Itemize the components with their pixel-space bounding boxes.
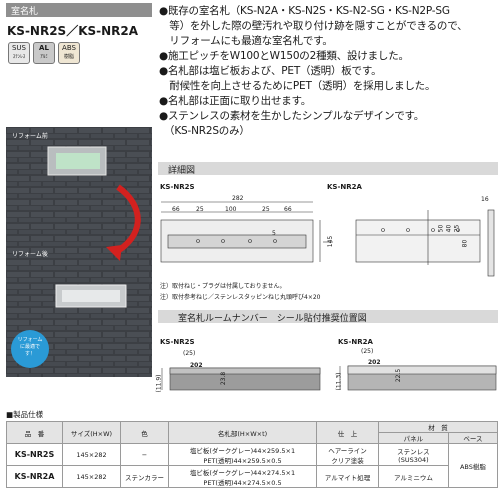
col-panel: パネル [378,432,449,444]
table-row: KS-NR2A 145×282 ステンカラー 塩ビ板(ダークグレー)44×274… [6,465,498,488]
category-label: 室名札 [11,7,39,17]
col-finish: 仕 上 [316,421,379,444]
cell-finish: アルマイト処理 [316,465,379,488]
drawing-note: 注）取付ねじ・プラグは付属しておりません。 [160,283,286,290]
cell-panel: アルミニウム [378,465,449,488]
plate-right-model: KS-NR2A [338,338,373,346]
dim-height: 145 [327,235,335,248]
product-photo: リフォーム前 リフォーム後 リフォームに最適です！ [6,127,152,377]
badge-aluminum-name: ｱﾙﾐ [40,54,48,60]
product-title: KS-NR2S／KS-NR2A [7,24,139,38]
detail-section-title: 詳細図 [168,166,196,176]
feature-line: リフォームにも最適な室名札です。 [159,35,333,47]
plate-right-circle-dim: (25) [361,348,374,355]
drawing-right-model: KS-NR2A [327,183,362,191]
dim-part-5: 66 [284,206,292,213]
panel-line: (SUS304) [398,455,429,464]
panel-line: ステンレス [397,447,430,456]
cell-nameplate: 塩ビ板(ダークグレー)44×274.5×1 PET(透明)44×274.5×0.… [168,465,317,488]
before-label: リフォーム前 [12,133,48,140]
plate-left-dim-b: (11.9) [155,374,163,393]
spec-table: 品 番 サイズ(H×W) 色 名札部(H×W×t) 仕 上 材 質 パネル ベー… [6,421,499,488]
badge-aluminum-code: AL [39,44,49,52]
nameplate-line: 塩ビ板(ダークグレー)44×259.5×1 [189,446,296,455]
col-material: 材 質 [378,421,498,433]
dim-side-top: 16 [481,196,489,203]
plate-right-dim-a: 22.5 [395,368,403,383]
plate-diagram [161,365,497,391]
badge-abs: ABS 樹脂 [58,42,80,64]
cell-model: KS-NR2A [6,465,63,488]
dim-right-4: 80 [461,239,469,248]
dim-right-2: 40 [445,224,453,233]
brick-wall-image [6,127,152,377]
col-base: ベース [447,432,499,444]
plate-left-room: 202 [190,362,203,369]
plate-section-title: 室名札ルームナンバー シール貼付推奨位置図 [178,314,367,324]
plate-left-model: KS-NR2S [160,338,195,346]
dim-part-3: 100 [225,206,237,213]
bubble-text: リフォームに最適です！ [17,337,43,357]
feature-line: ●既存の室名札（KS-N2A・KS-N2S・KS-N2-SG・KS-N2P-SG [159,5,450,17]
cell-color: ステンカラー [120,465,169,488]
plate-right-room: 202 [368,359,381,366]
finish-line: クリア塗装 [331,456,364,465]
plate-right-dim-b: (11.3) [335,372,343,391]
badge-abs-code: ABS [62,44,76,52]
plate-left-circle-dim: (25) [183,350,196,357]
nameplate-line: PET(透明)44×259.5×0.5 [203,456,282,465]
detail-drawing [160,201,495,277]
cell-size: 145×282 [62,465,121,488]
badge-abs-name: 樹脂 [63,54,74,60]
plate-left-dim-a: 23.8 [220,371,228,386]
category-bar: 室名札 [6,3,152,17]
table-row: KS-NR2S 145×282 − 塩ビ板(ダークグレー)44×259.5×1 … [6,443,499,488]
feature-list: ●既存の室名札（KS-N2A・KS-N2S・KS-N2-SG・KS-N2P-SG… [159,4,499,139]
badge-stainless-name: ｽﾃﾝﾚｽ [12,54,26,60]
nameplate-line: 塩ビ板(ダークグレー)44×274.5×1 [189,468,296,477]
cell-size: 145×282 [62,443,121,466]
col-model: 品 番 [6,421,63,444]
cell-nameplate: 塩ビ板(ダークグレー)44×259.5×1 PET(透明)44×259.5×0.… [168,443,317,466]
dim-right-1: 50 [437,224,445,233]
after-label: リフォーム後 [12,251,48,258]
finish-line: ヘアーライン [328,446,367,455]
feature-line: ●施工ピッチをW100とW150の2種類、設けました。 [159,50,409,62]
feature-line: ●名札部は正面に取り出せます。 [159,95,312,107]
cell-base: ABS樹脂 [447,443,499,488]
feature-line: （KS-NR2Sのみ） [159,125,250,137]
dim-right-3: 25 [453,224,461,233]
drawing-note: 注）取付参考ねじ／ステンレスタッピンねじ丸頭呼び4×20 [160,294,321,301]
dim-part-4: 25 [262,206,270,213]
col-nameplate: 名札部(H×W×t) [168,421,317,444]
feature-line: 耐候性を向上させるためにPET（透明）を採用しました。 [159,80,436,92]
feature-line: ●ステンレスの素材を生かしたシンプルなデザインです。 [159,110,425,122]
badge-stainless: SUS ｽﾃﾝﾚｽ [8,42,30,64]
feature-line: ●名札部は塩ビ板および、PET（透明）板です。 [159,65,382,77]
detail-section-bar: 詳細図 [158,162,498,176]
spec-title: ■製品仕様 [6,410,44,419]
dim-small: 5 [272,230,276,237]
nameplate-line: PET(透明)44×274.5×0.5 [203,478,282,487]
badge-stainless-code: SUS [11,44,26,52]
feature-line: 等）を外した際の壁汚れや取り付け跡を隠すことができるので、 [159,20,468,32]
cell-finish: ヘアーライン クリア塗装 [316,443,379,466]
col-size: サイズ(H×W) [62,421,121,444]
cell-panel: ステンレス (SUS304) [378,443,449,466]
plate-section-bar: 室名札ルームナンバー シール貼付推奨位置図 [158,310,498,324]
dim-total: 282 [232,195,244,202]
col-color: 色 [120,421,169,444]
dim-part-2: 25 [196,206,204,213]
drawing-left-model: KS-NR2S [160,183,195,191]
cell-color: − [120,443,169,466]
cell-model: KS-NR2S [6,443,63,466]
dim-part-1: 66 [172,206,180,213]
badge-aluminum: AL ｱﾙﾐ [33,42,55,64]
